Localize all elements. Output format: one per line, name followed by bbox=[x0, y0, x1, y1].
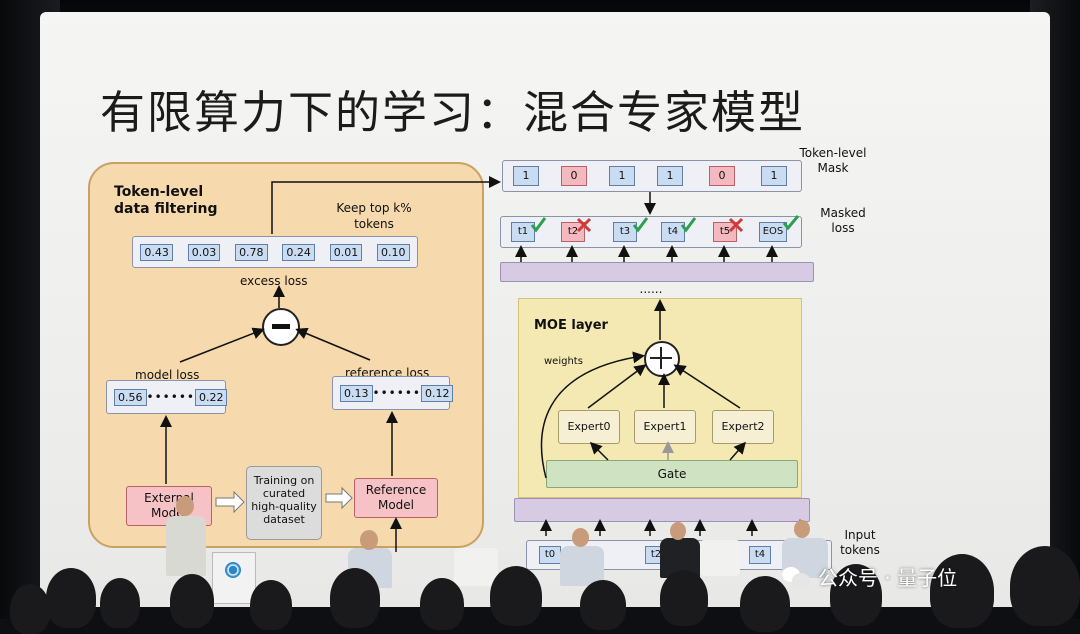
expert-2: Expert2 bbox=[712, 410, 774, 444]
model-loss-box: 0.56 •••••• 0.22 bbox=[106, 380, 228, 414]
mask-cell: 0 bbox=[709, 166, 735, 186]
token-mask-label: Token-level Mask bbox=[788, 146, 878, 176]
reference-model-line2: Model bbox=[377, 498, 415, 512]
podium bbox=[212, 552, 256, 604]
mask-cell: 1 bbox=[657, 166, 683, 186]
panelist-head bbox=[670, 522, 686, 540]
speaker-standing bbox=[166, 516, 206, 576]
panelist-head bbox=[360, 530, 378, 550]
score-chip: 0.78 bbox=[235, 243, 268, 261]
panel-heading: Token-level data filtering bbox=[114, 184, 254, 218]
panel-heading-line2: data filtering bbox=[114, 201, 218, 217]
token-cell: t5 bbox=[713, 222, 737, 242]
expert-1: Expert1 bbox=[634, 410, 696, 444]
watermark: 公众号 · 量子位 bbox=[782, 562, 957, 591]
score-chip: 0.24 bbox=[282, 243, 315, 261]
training-line1: Training on bbox=[253, 474, 315, 487]
audience-head bbox=[580, 580, 626, 630]
stage-chair bbox=[454, 548, 498, 586]
audience-head bbox=[46, 568, 96, 628]
training-box: Training on curated high-quality dataset bbox=[246, 466, 322, 540]
mask-cell: 0 bbox=[561, 166, 587, 186]
reference-model-box: Reference Model bbox=[354, 478, 438, 518]
input-label-line2: tokens bbox=[840, 543, 880, 557]
model-loss-last: 0.22 bbox=[194, 388, 228, 406]
score-chip: 0.03 bbox=[187, 243, 221, 261]
training-line4: dataset bbox=[263, 513, 305, 526]
masked-loss-line1: Masked bbox=[820, 206, 866, 220]
input-token: t4 bbox=[749, 546, 771, 564]
mask-cell: 1 bbox=[761, 166, 787, 186]
masked-loss-label: Masked loss bbox=[808, 206, 878, 236]
topk-line2: tokens bbox=[354, 217, 394, 231]
output-layer-bar bbox=[500, 262, 814, 282]
model-loss-label: model loss bbox=[135, 368, 200, 382]
masked-loss-line2: loss bbox=[831, 221, 855, 235]
panelist bbox=[560, 546, 604, 586]
watermark-text: 公众号 · 量子位 bbox=[818, 566, 958, 590]
audience-head bbox=[1010, 546, 1080, 626]
wechat-icon bbox=[782, 565, 812, 589]
ref-loss-first: 0.13 bbox=[340, 384, 373, 402]
token-mask-row: 1 0 1 1 0 1 bbox=[502, 160, 802, 192]
ref-loss-last: 0.12 bbox=[420, 384, 454, 402]
layer-dots: ...... bbox=[639, 282, 663, 296]
audience-head bbox=[660, 570, 708, 626]
panelist-head bbox=[794, 520, 810, 538]
expert-0: Expert0 bbox=[558, 410, 620, 444]
podium-logo-icon bbox=[225, 562, 241, 578]
panel-heading-line1: Token-level bbox=[114, 184, 204, 200]
mask-label-line1: Token-level bbox=[799, 146, 867, 160]
score-chip: 0.10 bbox=[377, 243, 410, 261]
audience-head bbox=[420, 578, 464, 630]
score-chip: 0.01 bbox=[329, 243, 363, 261]
projection-screen: 有限算力下的学习：混合专家模型 Token-level data filteri… bbox=[40, 12, 1050, 607]
audience-head bbox=[100, 578, 140, 628]
score-chip: 0.43 bbox=[140, 243, 173, 261]
weights-label: weights bbox=[544, 356, 583, 367]
moe-layer-title: MOE layer bbox=[534, 318, 608, 333]
mask-cell: 1 bbox=[513, 166, 539, 186]
subtract-node-icon bbox=[262, 308, 300, 346]
ref-loss-dots: •••••• bbox=[372, 386, 421, 400]
model-loss-first: 0.56 bbox=[114, 388, 147, 406]
speaker-head bbox=[176, 496, 194, 516]
embedding-bar bbox=[514, 498, 810, 522]
audience-head bbox=[330, 568, 380, 628]
model-loss-dots: •••••• bbox=[146, 390, 195, 404]
token-cell: t1 bbox=[511, 222, 535, 242]
masked-tokens-row: t1 t2 t3 t4 t5 EOS bbox=[500, 216, 802, 248]
reference-model-line1: Reference bbox=[365, 483, 427, 497]
audience-head bbox=[10, 584, 50, 634]
panelist-head bbox=[572, 528, 589, 547]
audience-head bbox=[930, 554, 994, 628]
token-cell: EOS bbox=[759, 222, 787, 242]
slide-title: 有限算力下的学习：混合专家模型 bbox=[100, 86, 806, 139]
input-tokens-label: Input tokens bbox=[828, 528, 892, 558]
mask-label-line2: Mask bbox=[817, 161, 849, 175]
reference-loss-box: 0.13 •••••• 0.12 bbox=[332, 376, 454, 410]
audience-head bbox=[490, 566, 542, 626]
keep-topk-label: Keep top k% tokens bbox=[324, 200, 424, 232]
gate-box: Gate bbox=[546, 460, 798, 488]
audience-head bbox=[250, 580, 292, 630]
topk-line1: Keep top k% bbox=[336, 201, 412, 215]
audience-head bbox=[170, 574, 214, 628]
token-cell: t4 bbox=[661, 222, 685, 242]
token-cell: t2 bbox=[561, 222, 585, 242]
mask-cell: 1 bbox=[609, 166, 635, 186]
stage-chair bbox=[700, 540, 740, 576]
training-line3: high-quality bbox=[251, 500, 317, 513]
audience-head bbox=[830, 564, 882, 626]
excess-loss-scores: 0.43 0.03 0.78 0.24 0.01 0.10 bbox=[132, 236, 418, 268]
diagram-arrows bbox=[160, 176, 806, 552]
token-cell: t3 bbox=[613, 222, 637, 242]
input-label-line1: Input bbox=[844, 528, 876, 542]
excess-loss-label: excess loss bbox=[240, 274, 308, 288]
training-line2: curated bbox=[262, 487, 306, 500]
